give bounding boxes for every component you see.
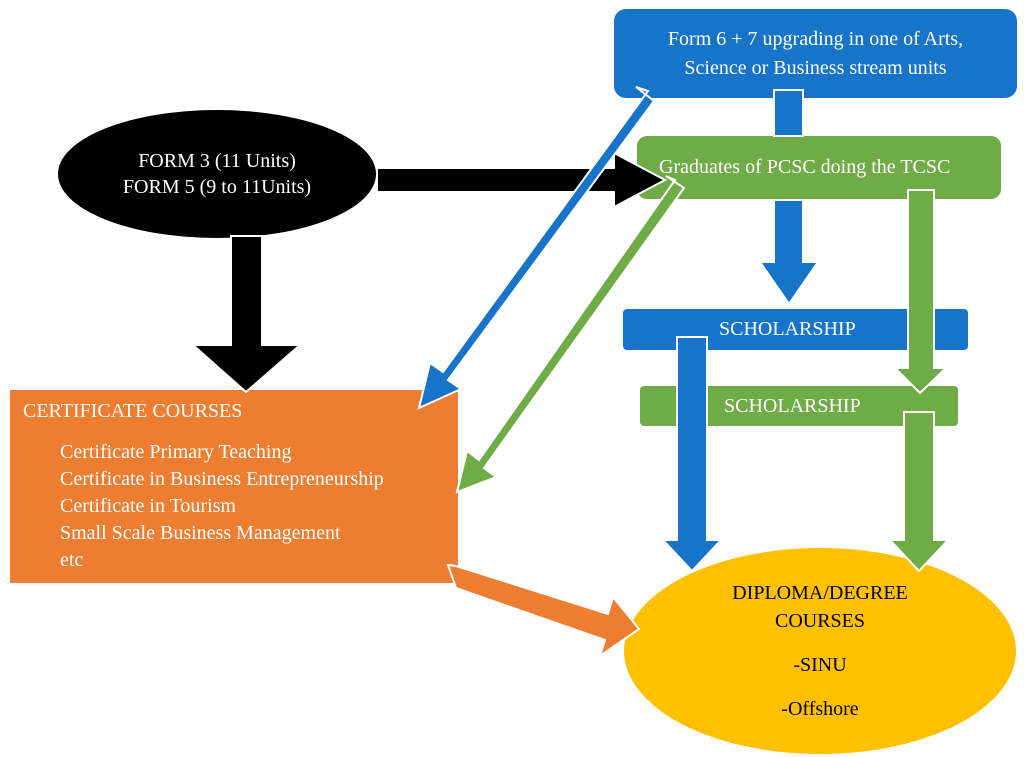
form-6-7-line-2: Science or Business stream units	[684, 56, 947, 79]
diploma-degree-title-2: COURSES	[774, 610, 866, 632]
arrow-certificate-to-diploma	[446, 563, 641, 659]
certificate-course-item: etc	[60, 549, 84, 571]
certificate-course-item: Certificate Primary Teaching	[60, 441, 292, 463]
arrow-form67-to-certificate	[417, 86, 656, 410]
scholarship-green-label: SCHOLARSHIP	[724, 395, 861, 417]
form-3-5-ellipse: FORM 3 (11 Units) FORM 5 (9 to 11Units)	[58, 110, 376, 238]
diploma-sinu-label: -SINU	[793, 654, 847, 676]
certificate-course-item: Certificate in Tourism	[60, 495, 236, 517]
arrow-form35-to-pcsc	[376, 151, 668, 209]
certificate-courses-title: CERTIFICATE COURSES	[23, 400, 243, 422]
form-5-label: FORM 5 (9 to 11Units)	[122, 176, 312, 198]
arrow-form67-to-pcsc	[773, 89, 804, 137]
diploma-offshore-label: -Offshore	[781, 698, 859, 720]
arrow-scholarship-green-to-diploma	[887, 411, 951, 573]
certificate-courses-box: CERTIFICATE COURSES Certificate Primary …	[10, 390, 458, 583]
arrow-pcsc-to-certificate	[455, 175, 686, 494]
certificate-course-item: Certificate in Business Entrepreneurship	[60, 468, 384, 490]
pcsc-graduates-box: Graduates of PCSC doing the TCSC	[637, 136, 1001, 199]
form-3-label: FORM 3 (11 Units)	[138, 150, 296, 172]
arrow-pcsc-to-scholarship-green	[892, 189, 949, 395]
arrow-scholarship-blue-to-diploma	[660, 336, 724, 573]
diploma-degree-title-1: DIPLOMA/DEGREE	[732, 582, 908, 604]
form-6-7-upgrading-box: Form 6 + 7 upgrading in one of Arts, Sci…	[614, 9, 1017, 98]
certificate-course-item: Small Scale Business Management	[60, 522, 341, 544]
arrow-form35-to-certificate	[190, 235, 303, 394]
pcsc-graduates-label: Graduates of PCSC doing the TCSC	[659, 156, 951, 178]
diploma-degree-ellipse: DIPLOMA/DEGREE COURSES -SINU -Offshore	[624, 548, 1016, 754]
scholarship-blue-label: SCHOLARSHIP	[719, 318, 856, 340]
arrow-pcsc-to-scholarship-blue	[758, 199, 820, 306]
form-6-7-line-1: Form 6 + 7 upgrading in one of Arts,	[667, 27, 964, 50]
